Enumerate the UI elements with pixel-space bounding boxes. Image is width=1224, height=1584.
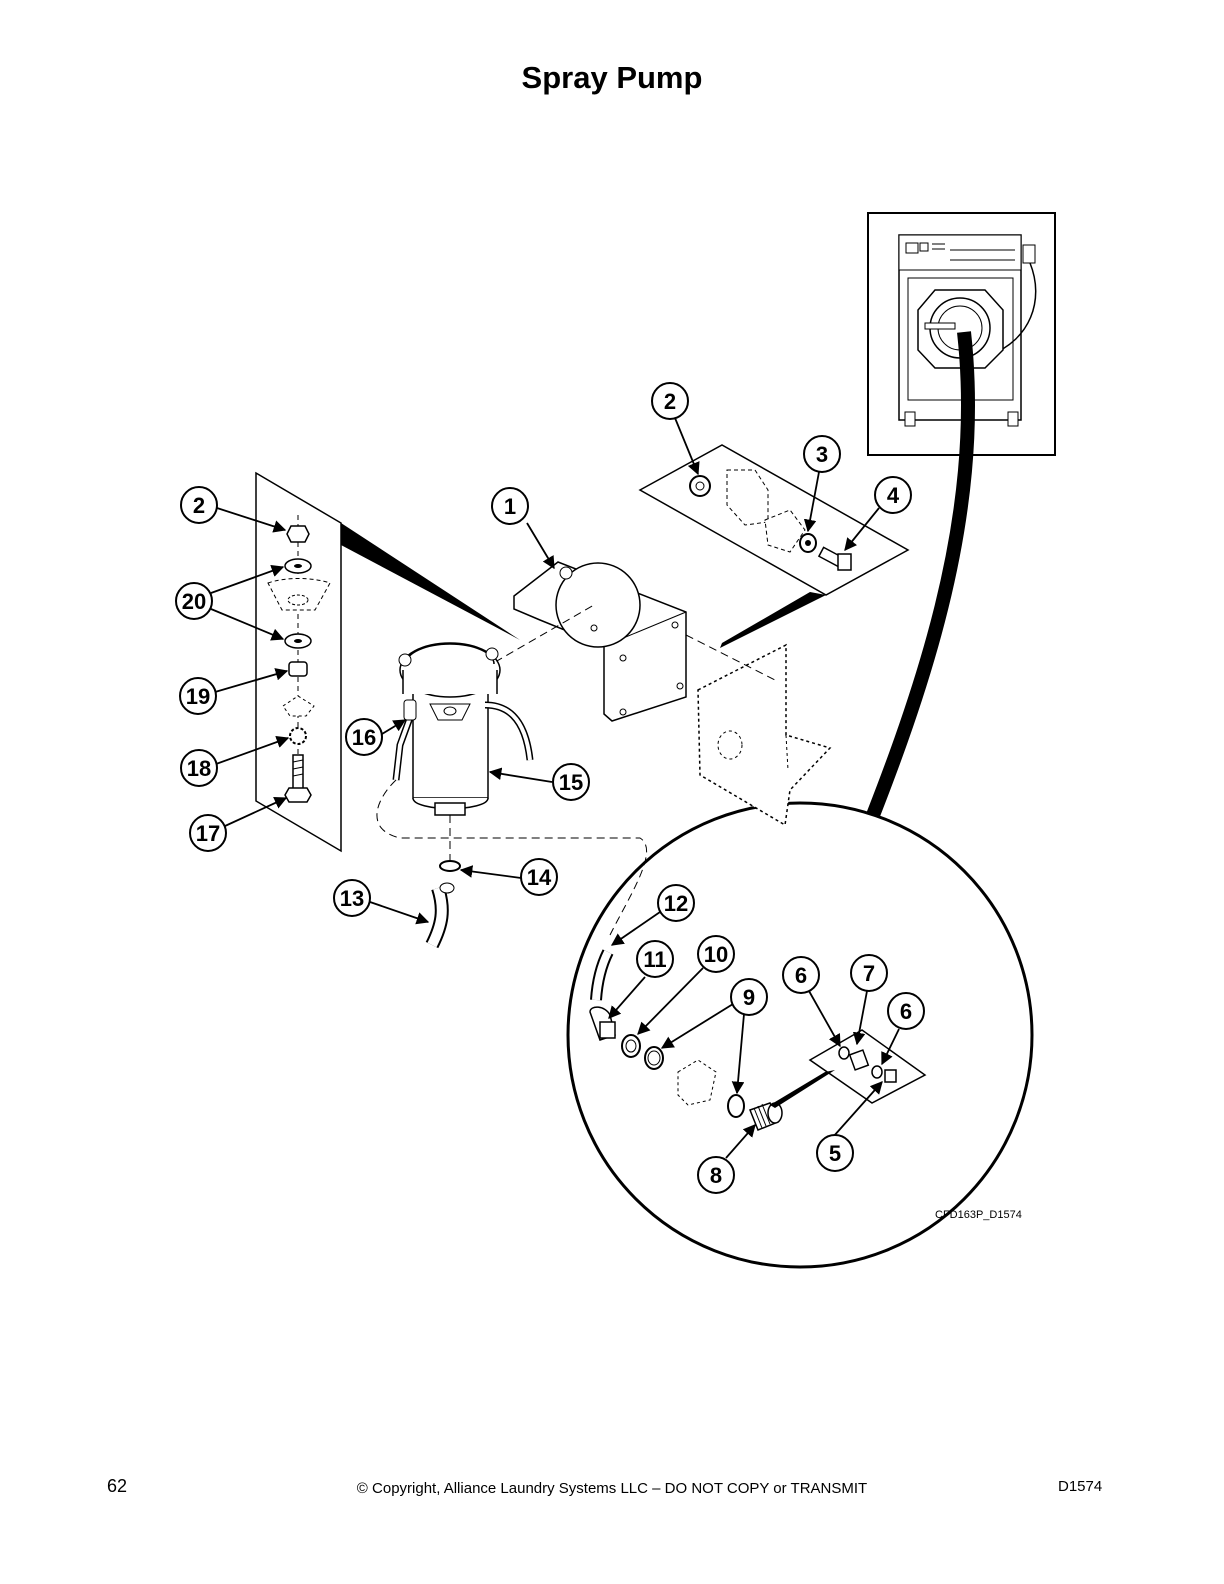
callout-7: 7 [850, 954, 888, 992]
copyright-notice: © Copyright, Alliance Laundry Systems LL… [356, 1480, 868, 1497]
page-number: 62 [107, 1476, 128, 1496]
detail-parts [589, 949, 927, 1131]
callout-16: 16 [345, 718, 383, 756]
callout-10: 10 [697, 935, 735, 973]
callout-17: 17 [189, 814, 227, 852]
svg-text:18: 18 [187, 756, 211, 781]
machine-mount-plate [685, 634, 832, 827]
detail-circle [566, 801, 1034, 1269]
svg-text:5: 5 [829, 1141, 841, 1166]
svg-text:7: 7 [863, 961, 875, 986]
callout-2-top: 2 [651, 382, 689, 420]
page-title: Spray Pump [521, 60, 703, 95]
svg-text:17: 17 [196, 821, 220, 846]
svg-text:2: 2 [664, 389, 676, 414]
callout-4: 4 [874, 476, 912, 514]
svg-text:12: 12 [664, 891, 688, 916]
callout-12: 12 [657, 884, 695, 922]
callout-13: 13 [333, 879, 371, 917]
svg-text:11: 11 [643, 947, 666, 972]
svg-text:9: 9 [743, 985, 755, 1010]
document-id: D1574 [1058, 1478, 1103, 1495]
svg-text:4: 4 [887, 483, 900, 508]
svg-text:3: 3 [816, 442, 828, 467]
svg-text:14: 14 [527, 865, 552, 890]
callout-9: 9 [730, 978, 768, 1016]
drawing-reference: CFD163P_D1574 [935, 1209, 1022, 1221]
callout-1: 1 [491, 487, 529, 525]
callout-19: 19 [179, 677, 217, 715]
callout-15: 15 [552, 763, 590, 801]
callouts: 1 2 2 3 4 5 6 6 7 8 9 10 11 12 13 14 15 … [175, 382, 925, 1194]
svg-text:10: 10 [704, 942, 728, 967]
callout-6-left: 6 [782, 956, 820, 994]
callout-14: 14 [520, 858, 558, 896]
callout-2-left: 2 [180, 486, 218, 524]
svg-text:8: 8 [710, 1163, 722, 1188]
callout-5: 5 [816, 1134, 854, 1172]
hose-and-clamp [425, 860, 461, 949]
callout-20: 20 [175, 582, 213, 620]
pump-bracket [513, 561, 687, 722]
callout-leaders [210, 417, 900, 1159]
top-hardware-panel [638, 444, 910, 648]
callout-6-right: 6 [887, 992, 925, 1030]
callout-18: 18 [180, 749, 218, 787]
spray-pump [376, 604, 648, 936]
svg-text:15: 15 [559, 770, 583, 795]
svg-text:2: 2 [193, 493, 205, 518]
svg-text:1: 1 [504, 494, 516, 519]
svg-text:16: 16 [352, 725, 376, 750]
callout-11: 11 [636, 940, 674, 978]
svg-text:13: 13 [340, 886, 364, 911]
svg-text:19: 19 [186, 684, 210, 709]
svg-text:6: 6 [795, 963, 807, 988]
callout-8: 8 [697, 1156, 735, 1194]
svg-text:6: 6 [900, 999, 912, 1024]
callout-3: 3 [803, 435, 841, 473]
svg-text:20: 20 [182, 589, 206, 614]
